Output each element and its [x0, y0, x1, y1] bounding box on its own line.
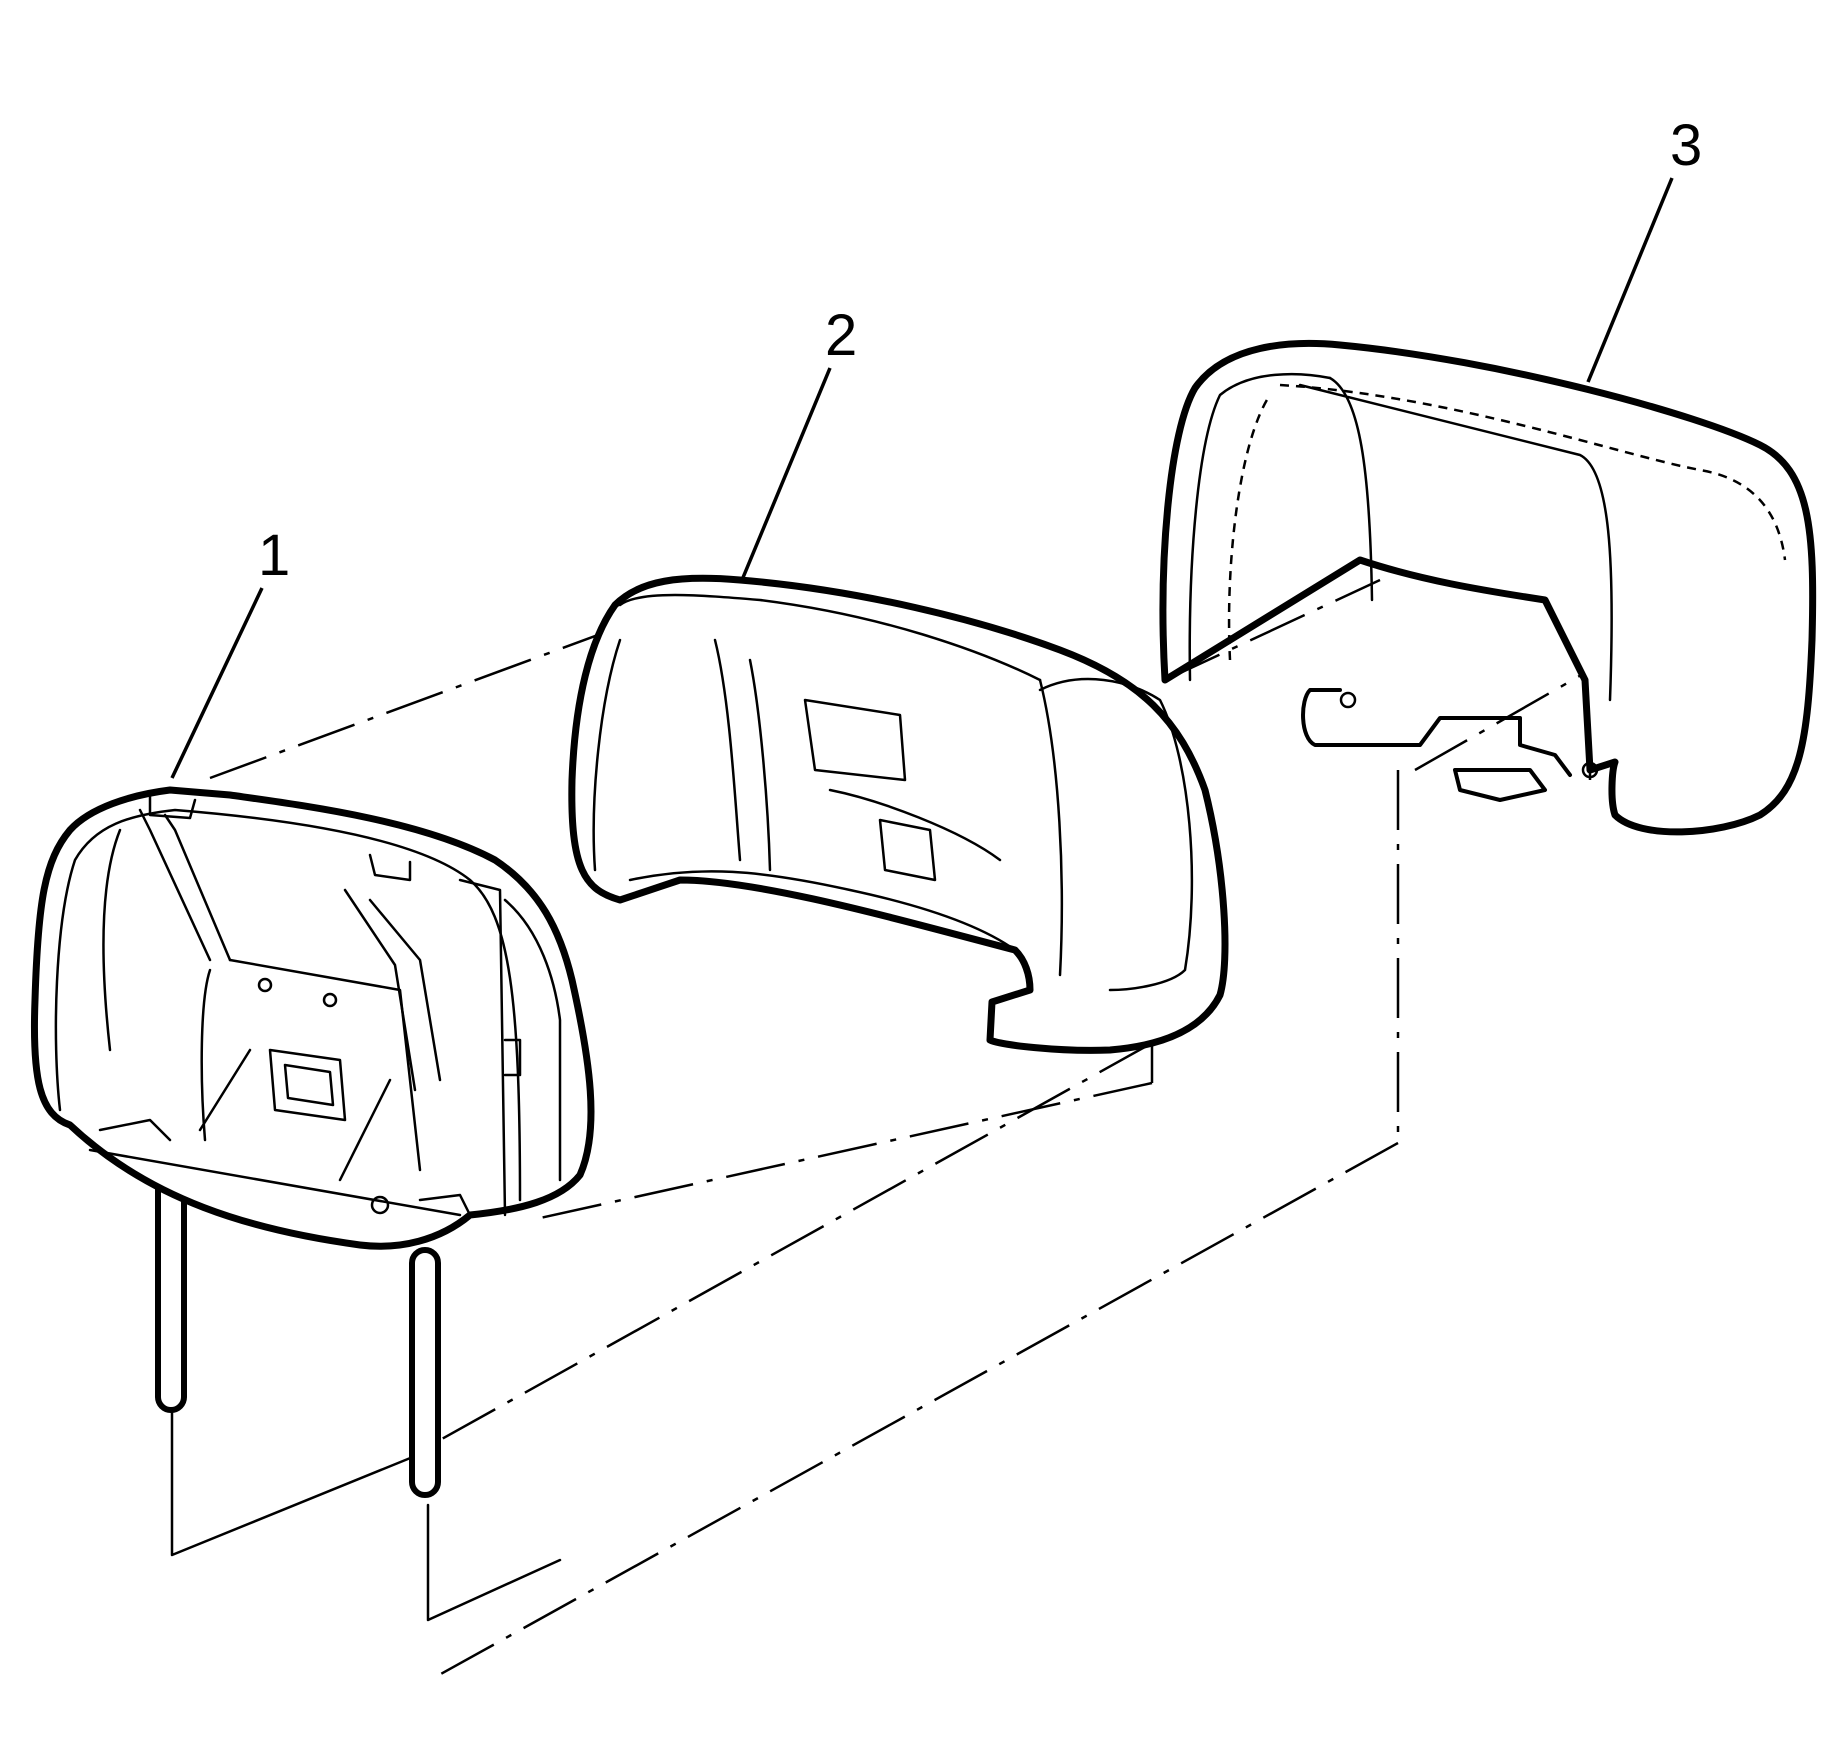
- pad-left-inner: [592, 638, 622, 872]
- callout-3-leader: [1586, 177, 1674, 383]
- frame-inner-rim: [54, 808, 522, 1202]
- guide-rod-right: [409, 1247, 441, 1498]
- frame-brace-b: [338, 1078, 392, 1182]
- cover-wire-clip: [1301, 688, 1572, 777]
- frame-latch-box: [268, 1048, 347, 1122]
- callout-2: 2: [740, 303, 857, 581]
- cover-clip-hole-b: [1581, 761, 1599, 779]
- part-1-frame: [30, 786, 595, 1498]
- frame-bolt: [370, 1195, 390, 1215]
- alignment-line-part3-a: [1164, 578, 1381, 682]
- pad-side-fold: [1038, 678, 1064, 977]
- rod-bracket-right: [426, 1503, 562, 1622]
- callout-2-label: 2: [825, 303, 857, 368]
- pad-side-panel: [1038, 677, 1194, 992]
- cover-outline: [1159, 339, 1817, 836]
- alignment-line-bottom: [429, 1141, 1399, 1682]
- frame-hole-a: [257, 977, 273, 993]
- frame-side-tab: [503, 1038, 522, 1077]
- callout-3: 3: [1586, 113, 1702, 383]
- frame-rib-1: [138, 808, 212, 962]
- cover-clip-tab: [1453, 768, 1547, 802]
- part-3-cover: [1159, 339, 1817, 836]
- pad-crease-b: [713, 638, 742, 862]
- frame-floor-detail-b: [418, 1193, 472, 1217]
- pad-recess: [803, 698, 907, 782]
- callout-1-leader: [170, 587, 264, 779]
- frame-brace-a: [198, 1048, 252, 1132]
- cover-inner-left: [1188, 372, 1332, 682]
- frame-floor-detail-a: [98, 1118, 172, 1142]
- cover-inner-fold: [1328, 376, 1374, 602]
- rod-bracket-left: [170, 1408, 432, 1557]
- frame-latch-inner: [283, 1063, 335, 1107]
- cover-clip-hole-a: [1339, 691, 1357, 709]
- cover-inner-edge: [1298, 383, 1613, 702]
- frame-rib-2: [163, 813, 232, 962]
- frame-top-tab-a: [148, 793, 197, 820]
- frame-side-edge: [458, 878, 507, 1217]
- frame-hole-b: [322, 992, 338, 1008]
- cover-seam-top: [1279, 383, 1787, 561]
- part-2-pad: [568, 574, 1229, 1054]
- frame-rib-3: [368, 898, 442, 1082]
- alignment-line-rod: [439, 1041, 1153, 1442]
- callout-3-label: 3: [1670, 113, 1702, 178]
- frame-cavity-left: [200, 968, 212, 1142]
- callout-2-leader: [740, 367, 832, 581]
- alignment-line-top: [209, 623, 626, 780]
- pad-crease-a: [748, 658, 772, 872]
- frame-floor-edge: [88, 1148, 462, 1217]
- frame-cavity-back: [228, 958, 422, 1172]
- frame-rib-4: [343, 888, 417, 1092]
- pad-tab: [878, 818, 937, 882]
- cover-seam-left: [1227, 394, 1272, 661]
- callout-1: 1: [170, 523, 290, 779]
- frame-outline: [30, 786, 595, 1250]
- pad-top-inner: [618, 593, 1042, 682]
- frame-inner-wall: [102, 828, 122, 1052]
- pad-recess-lower: [828, 788, 1002, 862]
- callout-1-label: 1: [258, 523, 290, 588]
- frame-side-back: [503, 898, 562, 1182]
- alignment-line-mid: [539, 1081, 1153, 1220]
- frame-top-tab-b: [368, 853, 412, 882]
- pad-outline: [568, 574, 1229, 1054]
- pad-bottom-inner: [628, 870, 1017, 952]
